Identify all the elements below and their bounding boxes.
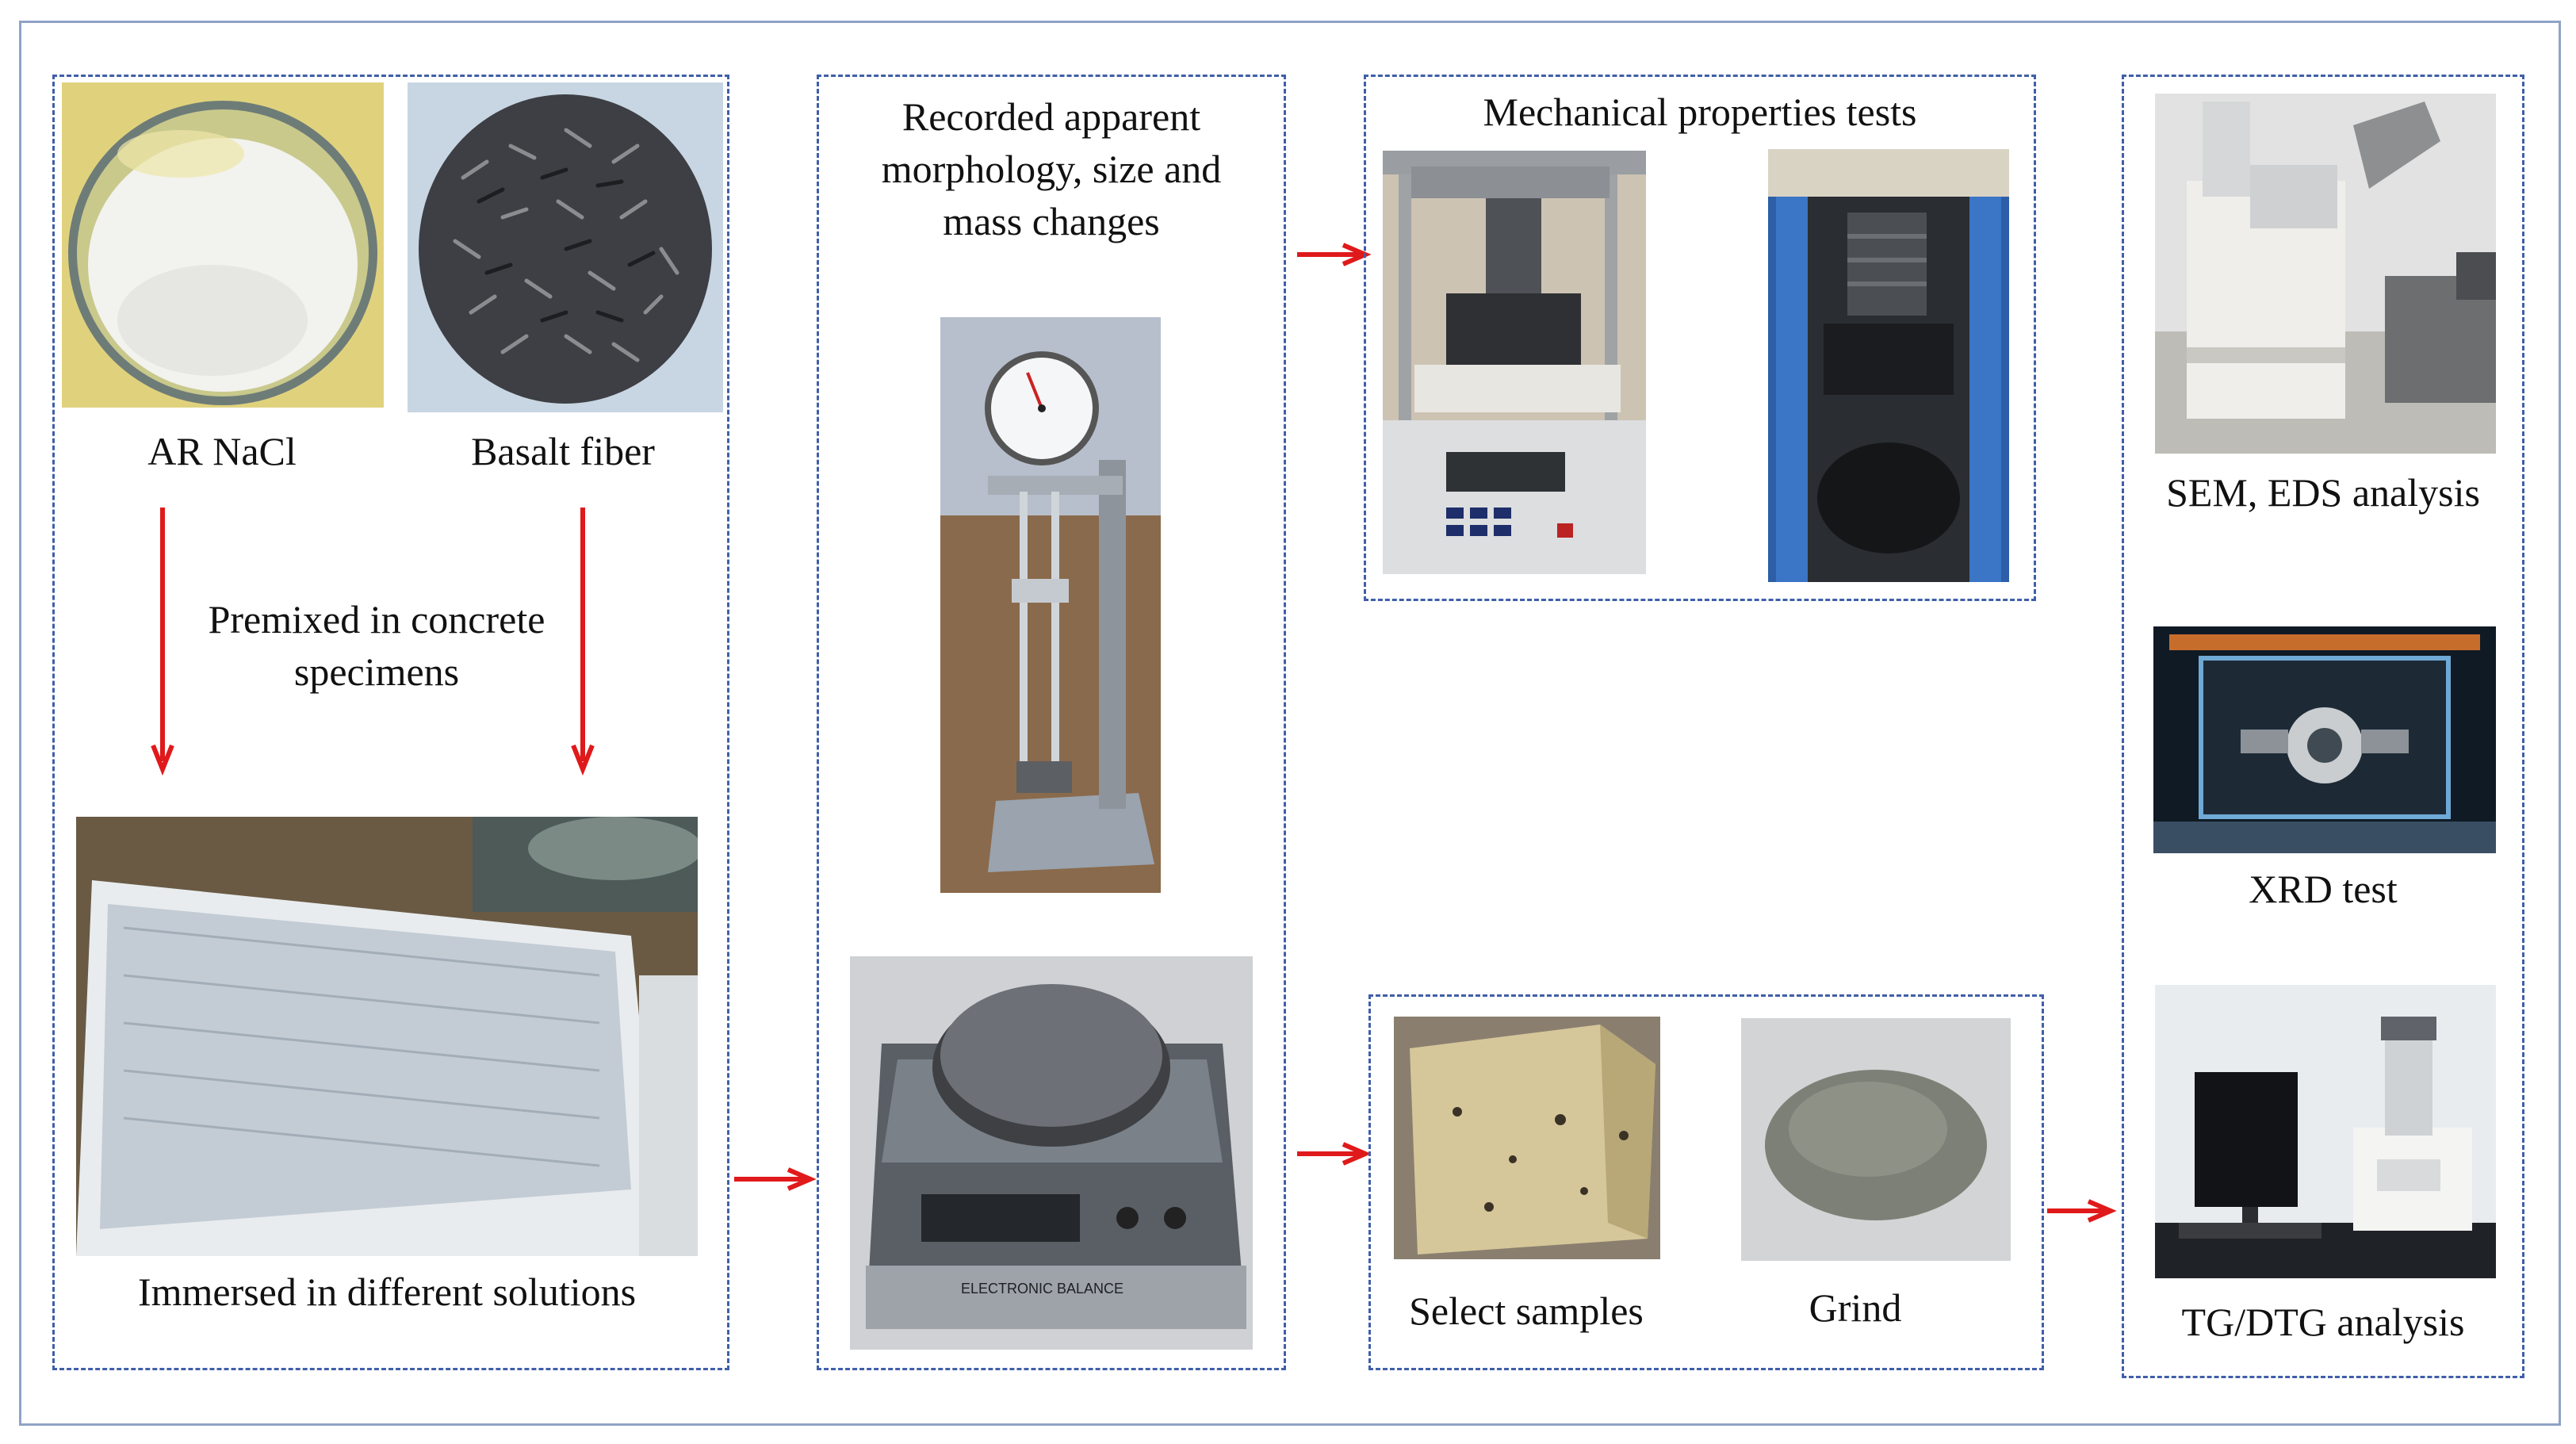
- outer-frame: [19, 21, 2561, 1426]
- mechanical-box: [1364, 75, 2036, 601]
- materials-box: [52, 75, 729, 1370]
- xrd-label: XRD test: [2249, 867, 2398, 911]
- press-machine-icon: [1414, 198, 1621, 412]
- arrow-down-right: [571, 508, 595, 777]
- sem-label: SEM, EDS analysis: [2166, 470, 2480, 515]
- dial-gauge-icon: [985, 351, 1099, 465]
- recording-box: [817, 75, 1286, 1370]
- basalt-fiber-photo: [408, 82, 723, 412]
- select-samples-photo: [1394, 1017, 1660, 1259]
- dial-gauge-photo: [940, 317, 1161, 893]
- compression-press-photo: [1383, 151, 1646, 574]
- basalt-fiber-label: Basalt fiber: [471, 429, 655, 473]
- tg-icon: [2353, 1017, 2472, 1231]
- balance-brand-text: ELECTRONIC BALANCE: [961, 1281, 1123, 1297]
- sem-eds-photo: [2155, 94, 2496, 454]
- premix-label-line2: specimens: [293, 649, 460, 694]
- balance-photo: ELECTRONIC BALANCE: [850, 956, 1253, 1350]
- arrow-right-1: [734, 1167, 817, 1191]
- premix-label-line1: Premixed in concrete: [208, 597, 545, 642]
- recording-title-line2: morphology, size and: [881, 147, 1222, 191]
- tg-dtg-label: TG/DTG analysis: [2181, 1300, 2465, 1344]
- arrow-right-2: [1297, 243, 1372, 266]
- recording-title-line1: Recorded apparent: [901, 94, 1201, 139]
- tg-dtg-photo: [2155, 985, 2496, 1278]
- arrow-down-left: [151, 508, 174, 777]
- arrow-right-3: [1297, 1142, 1372, 1166]
- nacl-photo: [62, 82, 384, 408]
- grind-label: Grind: [1809, 1285, 1902, 1330]
- sem-icon: [2187, 102, 2345, 419]
- nacl-label: AR NaCl: [147, 429, 297, 473]
- arrow-right-4: [2047, 1199, 2117, 1223]
- loading-machine-photo: [1768, 149, 2009, 582]
- sampling-box: [1368, 994, 2044, 1370]
- immersion-tank-photo: [76, 817, 698, 1256]
- recording-title-line3: mass changes: [943, 199, 1160, 243]
- mechanical-title: Mechanical properties tests: [1483, 90, 1917, 134]
- xrd-icon: [2241, 707, 2409, 783]
- xrd-photo: [2153, 626, 2496, 853]
- analysis-box: [2122, 75, 2524, 1378]
- select-samples-label: Select samples: [1409, 1289, 1644, 1333]
- grind-photo: [1741, 1018, 2011, 1261]
- immersion-label: Immersed in different solutions: [137, 1270, 637, 1314]
